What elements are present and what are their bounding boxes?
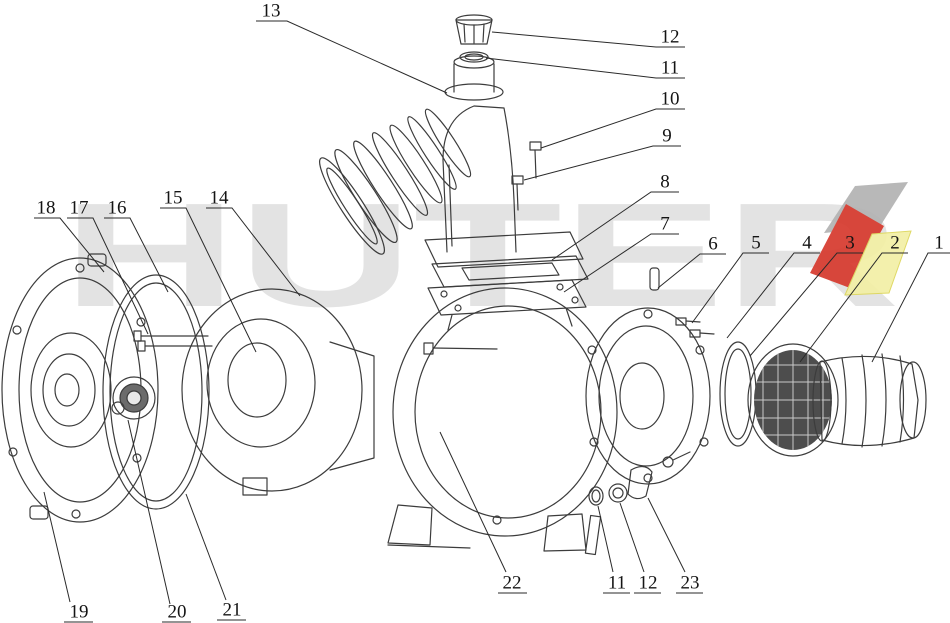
callout-10: 10	[660, 88, 680, 110]
callout-22: 22	[502, 572, 522, 594]
callout-16: 16	[107, 197, 127, 219]
part-flange-bolts	[511, 141, 542, 211]
callout-17: 17	[69, 197, 89, 219]
callout-19: 19	[69, 601, 89, 623]
callout-23: 23	[680, 572, 700, 594]
part-cap-oring	[459, 51, 489, 63]
part-priming-cap	[455, 14, 493, 45]
logo-red-band	[810, 204, 884, 288]
part-cover-gasket	[102, 274, 210, 510]
callout-20: 20	[167, 601, 187, 623]
callout-18: 18	[36, 197, 56, 219]
callout-15: 15	[163, 187, 183, 209]
logo-yellow-band	[844, 230, 912, 296]
part-diffuser	[181, 288, 375, 496]
part-stud-bolts	[133, 330, 213, 352]
part-mechanical-seal	[111, 376, 156, 420]
part-seal-plate	[585, 267, 715, 485]
callout-11: 11	[660, 57, 680, 79]
callout-11-bottom: 11	[607, 572, 627, 594]
callout-8: 8	[660, 171, 670, 193]
callout-5: 5	[751, 232, 761, 254]
callout-1: 1	[934, 232, 944, 254]
callout-13: 13	[261, 0, 281, 22]
callout-14: 14	[209, 187, 229, 209]
callout-9: 9	[662, 125, 672, 147]
part-volute-flange	[427, 279, 587, 316]
callout-3: 3	[845, 232, 855, 254]
callout-21: 21	[222, 599, 242, 621]
callout-2: 2	[890, 232, 900, 254]
part-casing-oring	[719, 341, 757, 447]
part-drain-plug	[584, 465, 653, 556]
brand-logo	[810, 182, 912, 296]
callout-12-bottom: 12	[638, 572, 658, 594]
part-volute-casing	[387, 287, 618, 552]
callout-4: 4	[802, 232, 812, 254]
callout-6: 6	[708, 233, 718, 255]
part-flange-gasket	[431, 255, 589, 288]
callout-7: 7	[660, 213, 670, 235]
callout-12: 12	[660, 26, 680, 48]
leader-lines	[34, 20, 950, 623]
part-hose-coupling	[812, 353, 927, 448]
part-elbow-pipe	[319, 55, 584, 268]
